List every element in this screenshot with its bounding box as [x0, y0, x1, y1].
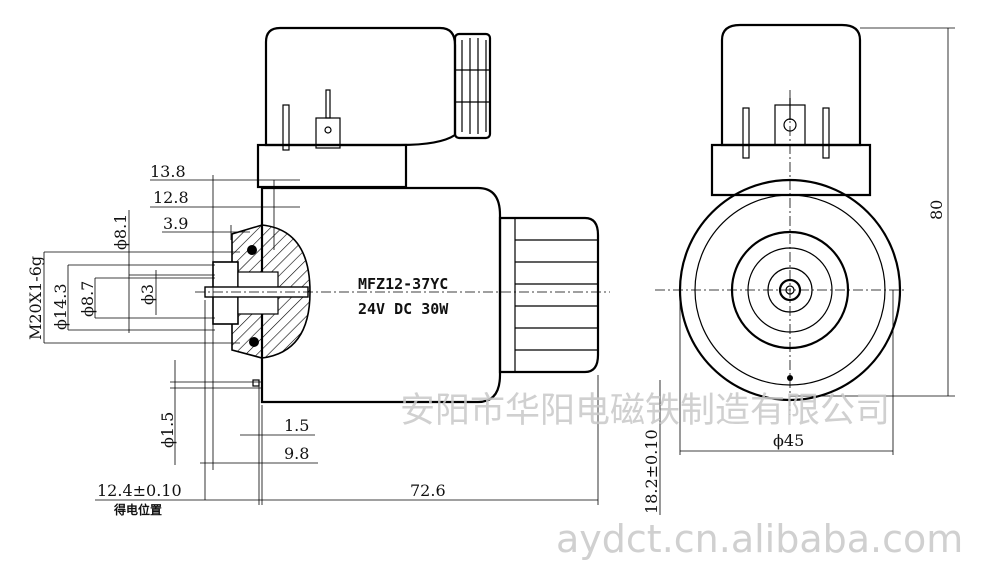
coil-body — [260, 186, 502, 404]
watermark-url: aydct.cn.alibaba.com — [556, 517, 963, 561]
dim-3-9: 3.9 — [163, 214, 188, 233]
terminal-base — [256, 143, 408, 189]
side-dimension-lines — [43, 175, 599, 505]
dim-12-8: 12.8 — [153, 188, 189, 207]
armature-tube-section — [204, 224, 311, 359]
front-view: 80 ϕ45 18.2±0.10 — [642, 23, 955, 515]
dim-phi-3: ϕ3 — [138, 284, 157, 305]
dim-12-4: 12.4±0.10 — [97, 481, 182, 500]
dim-72-6: 72.6 — [410, 481, 446, 500]
knurled-nut — [498, 216, 600, 374]
front-connector-cap — [720, 23, 862, 147]
cable-gland-nut — [453, 32, 492, 140]
dim-phi-14-3: ϕ14.3 — [51, 283, 70, 330]
side-view: MFZ12-37YC 24V DC 30W — [26, 26, 610, 517]
dim-phi-1-5: ϕ1.5 — [158, 412, 177, 448]
watermark-company: 安阳市华阳电磁铁制造有限公司 — [400, 391, 890, 431]
dim-phi-45: ϕ45 — [773, 431, 804, 450]
model-label: MFZ12-37YC — [358, 275, 448, 293]
energized-position-label: 得电位置 — [113, 502, 162, 517]
dim-thread-m20: M20X1-6g — [26, 256, 45, 340]
front-terminal-base — [710, 143, 872, 197]
dim-1-5: 1.5 — [284, 416, 309, 435]
dim-phi-8-1: ϕ8.1 — [111, 214, 130, 250]
dim-height-80: 80 — [927, 200, 946, 220]
dim-9-8: 9.8 — [284, 444, 309, 463]
dim-phi-8-7: ϕ8.7 — [78, 281, 97, 317]
rating-label: 24V DC 30W — [358, 300, 449, 318]
front-dimension-lines — [659, 27, 955, 515]
dim-offset-18-2: 18.2±0.10 — [642, 429, 661, 514]
dim-13-8: 13.8 — [150, 162, 186, 181]
connector-cap — [264, 26, 492, 151]
